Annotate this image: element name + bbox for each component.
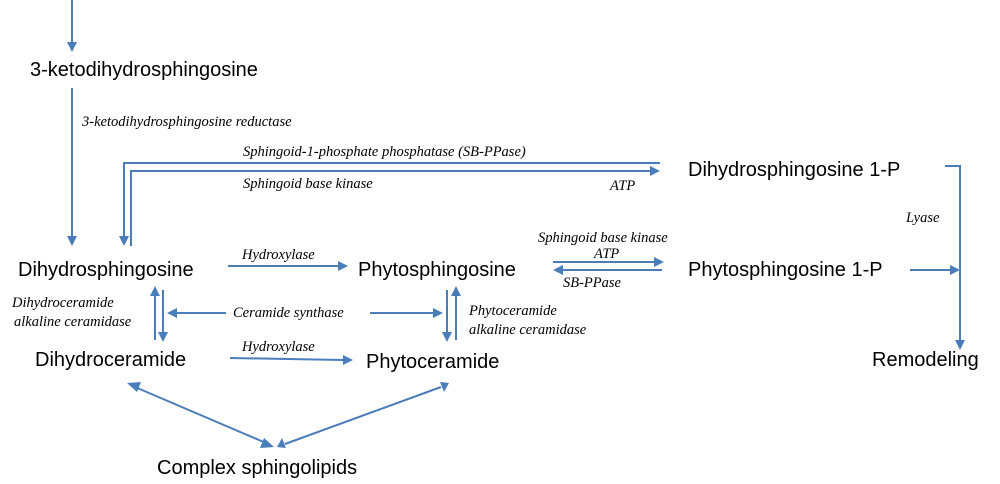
label-phytoceramide-ceramidase-line2: alkaline ceramidase: [469, 322, 587, 338]
node-phytosphingosine-1-p: Phytosphingosine 1-P: [688, 259, 883, 281]
arrow-dhs1p-to-remodeling: [945, 165, 965, 350]
arrow-dihydroceramide-to-dihydrosphingosine: [150, 286, 160, 340]
node-phytoceramide: Phytoceramide: [366, 351, 499, 373]
arrow-keto-to-dihydrosphingosine: [67, 88, 77, 246]
label-ceramide-synthase: Ceramide synthase: [233, 305, 344, 321]
node-dihydroceramide: Dihydroceramide: [35, 349, 186, 371]
arrow-phs1p-to-remodeling: [910, 265, 960, 275]
label-atp-top: ATP: [609, 178, 635, 194]
arrow-dhs1p-to-dihydrosphingosine: [119, 162, 660, 246]
label-sb-ppase-long: Sphingoid-1-phosphate phosphatase (SB-PP…: [243, 144, 526, 160]
arrow-ceramide-synthase-left: [167, 308, 226, 318]
arrow-phytoceramide-to-phytosphingosine: [451, 286, 461, 340]
arrow-dhcer-complex-bidirectional: [127, 382, 274, 448]
arrow-ceramide-synthase-right: [370, 308, 443, 318]
label-lyase: Lyase: [905, 210, 940, 226]
node-dihydrosphingosine-1-p: Dihydrosphingosine 1-P: [688, 159, 900, 181]
node-dihydrosphingosine: Dihydrosphingosine: [18, 259, 194, 281]
arrow-phs1p-to-phs: [553, 265, 662, 275]
arrow-dhs-to-phs-hydroxylase: [228, 261, 348, 271]
label-dihydroceramide-ceramidase-line2: alkaline ceramidase: [14, 314, 132, 330]
arrow-dihydrosphingosine-to-dhs1p: [130, 166, 660, 246]
arrow-dihydrosphingosine-to-dihydroceramide: [158, 290, 168, 342]
node-complex-sphingolipids: Complex sphingolipids: [157, 457, 357, 479]
label-reductase: 3-ketodihydrosphingosine reductase: [81, 114, 292, 130]
label-sb-ppase-short: SB-PPase: [563, 275, 622, 291]
node-3-ketodihydrosphingosine: 3-ketodihydrosphingosine: [30, 59, 258, 81]
arrow-phytosphingosine-to-phytoceramide: [442, 290, 452, 342]
arrow-phcer-complex-bidirectional: [277, 382, 449, 448]
arrow-phs-to-phs1p: [553, 257, 664, 267]
node-remodeling: Remodeling: [872, 349, 979, 371]
label-sphingoid-base-kinase-top: Sphingoid base kinase: [243, 176, 373, 192]
node-phytosphingosine: Phytosphingosine: [358, 259, 516, 281]
label-sphingoid-base-kinase-mid: Sphingoid base kinase: [538, 230, 668, 246]
label-atp-mid: ATP: [593, 246, 619, 262]
label-dihydroceramide-ceramidase-line1: Dihydroceramide: [11, 295, 114, 311]
label-hydroxylase-bottom: Hydroxylase: [241, 339, 315, 355]
label-phytoceramide-ceramidase-line1: Phytoceramide: [468, 303, 557, 319]
label-hydroxylase-top: Hydroxylase: [241, 247, 315, 263]
arrow-dhcer-to-phcer-hydroxylase: [229, 355, 353, 365]
arrow-input-to-keto: [67, 0, 77, 52]
